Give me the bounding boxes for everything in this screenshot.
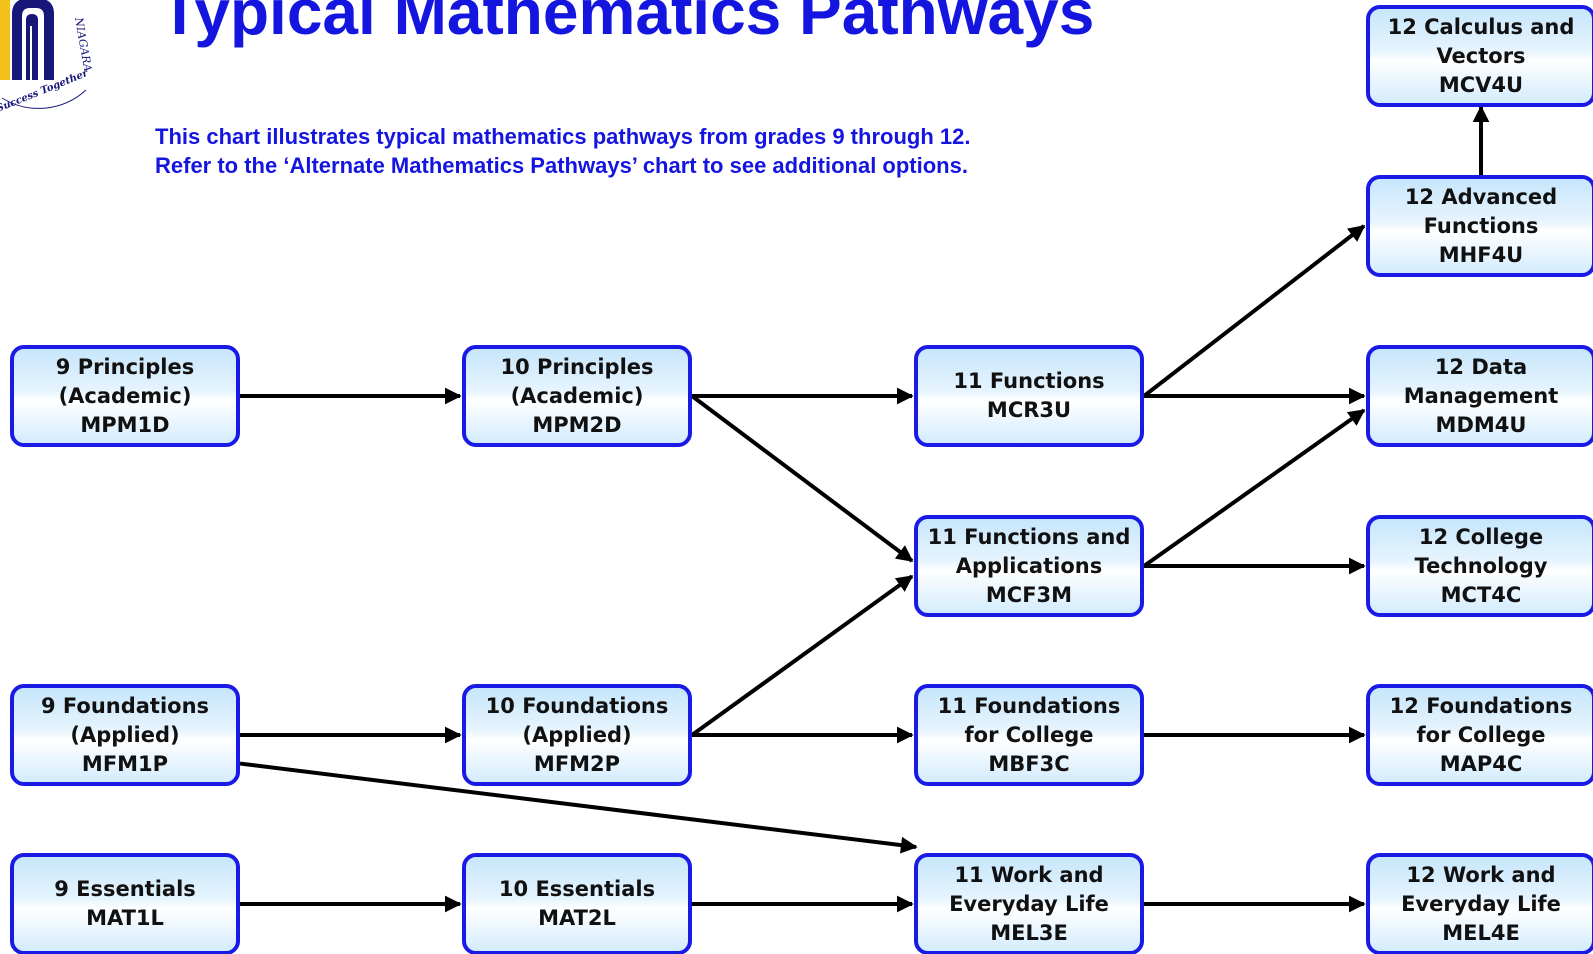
course-label-line: MCT4C bbox=[1440, 582, 1522, 607]
course-label-line: 9 Principles bbox=[55, 354, 195, 379]
course-label-line: 10 Essentials bbox=[498, 877, 656, 901]
dsbn-logo-icon: NIAGARA Success Together bbox=[0, 0, 94, 115]
chart-description: This chart illustrates typical mathemati… bbox=[155, 122, 970, 180]
course-label-line: 9 Foundations bbox=[40, 693, 210, 718]
course-label-line: 12 Foundations bbox=[1389, 693, 1573, 718]
dsbn-logo: NIAGARA Success Together bbox=[0, 0, 102, 120]
course-label-line: 11 Work and bbox=[954, 862, 1104, 887]
course-node-mpm1d: 9 Principles (Academic) MPM1D bbox=[10, 345, 240, 447]
course-label-line: 10 Principles bbox=[500, 354, 654, 379]
course-label-line: 12 College bbox=[1418, 524, 1544, 549]
course-label-line: 12 Calculus and bbox=[1387, 14, 1575, 39]
course-label-line: MAP4C bbox=[1439, 751, 1523, 776]
course-label-line: 11 Functions bbox=[953, 369, 1105, 393]
course-label-line: 10 Foundations bbox=[485, 693, 669, 718]
course-label-line: MCV4U bbox=[1438, 72, 1524, 97]
course-label-line: 9 Essentials bbox=[54, 877, 196, 901]
course-label-line: MCR3U bbox=[986, 398, 1072, 422]
pathway-arrow-mfm2p-to-mcf3m bbox=[690, 574, 914, 737]
course-label-line: MPM1D bbox=[80, 412, 170, 437]
course-label-line: 11 Foundations bbox=[937, 693, 1121, 718]
course-node-mfm1p: 9 Foundations (Applied) MFM1P bbox=[10, 684, 240, 786]
course-label-line: Applications bbox=[955, 553, 1103, 578]
pathway-arrow-mcr3u-to-mhf4u bbox=[1142, 224, 1366, 398]
course-label-line: MBF3C bbox=[988, 751, 1070, 776]
pathway-arrow-mpm2d-to-mcf3m bbox=[690, 394, 914, 563]
course-label-line: (Applied) bbox=[70, 722, 180, 747]
course-label-line: MHF4U bbox=[1438, 242, 1524, 267]
course-label-line: 11 Functions and bbox=[927, 524, 1131, 549]
course-label-line: 12 Data bbox=[1434, 354, 1528, 379]
course-label-line: Everyday Life bbox=[949, 891, 1109, 916]
course-label-line: (Academic) bbox=[510, 383, 644, 408]
course-node-mpm2d: 10 Principles (Academic) MPM2D bbox=[462, 345, 692, 447]
course-label-line: MEL4E bbox=[1442, 920, 1520, 945]
course-label-line: MCF3M bbox=[985, 582, 1073, 607]
course-label-line: Management bbox=[1403, 383, 1559, 408]
course-label-line: (Applied) bbox=[522, 722, 632, 747]
pathway-arrow-mcf3m-to-mdm4u bbox=[1142, 408, 1366, 568]
course-label-line: Functions bbox=[1423, 213, 1539, 238]
course-label-line: Everyday Life bbox=[1401, 891, 1561, 916]
course-label-line: MAT1L bbox=[86, 906, 164, 930]
course-label-line: for College bbox=[1416, 722, 1546, 747]
course-label-line: MFM2P bbox=[533, 751, 621, 776]
course-label-line: MAT2L bbox=[538, 906, 616, 930]
description-line: Refer to the ‘Alternate Mathematics Path… bbox=[155, 153, 968, 178]
course-label-line: Vectors bbox=[1436, 43, 1526, 68]
pathway-arrow-mfm1p-to-mel3e bbox=[239, 761, 918, 854]
course-label-line: MFM1P bbox=[81, 751, 169, 776]
course-label-line: 12 Work and bbox=[1406, 862, 1556, 887]
course-label-line: for College bbox=[964, 722, 1094, 747]
course-node-mfm2p: 10 Foundations (Applied) MFM2P bbox=[462, 684, 692, 786]
course-label-line: (Academic) bbox=[58, 383, 192, 408]
page-title: Typical Mathematics Pathways bbox=[160, 0, 1095, 48]
description-line: This chart illustrates typical mathemati… bbox=[155, 124, 971, 149]
course-label-line: MPM2D bbox=[532, 412, 622, 437]
course-label-line: Technology bbox=[1414, 553, 1548, 578]
course-label-line: MDM4U bbox=[1435, 412, 1527, 437]
course-label-line: 12 Advanced bbox=[1404, 184, 1558, 209]
course-label-line: MEL3E bbox=[990, 920, 1068, 945]
